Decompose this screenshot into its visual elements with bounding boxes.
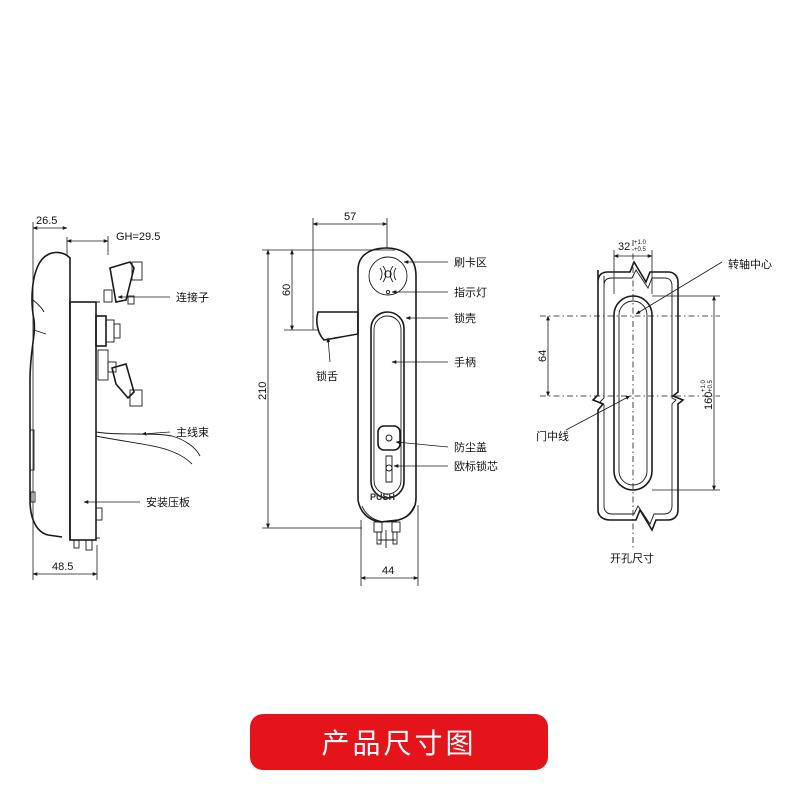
front-view: 57 60 210 44 PUSH [257,211,498,586]
side-view: 26.5 GH=29.5 48.5 [29,215,209,580]
label-connector: 连接子 [176,291,209,304]
title-banner: 产品尺寸图 [250,714,548,770]
dim-60: 60 [281,284,293,296]
label-door-centerline: 门中线 [536,429,569,443]
indicator-light [385,289,391,295]
label-card-area: 刷卡区 [454,256,487,269]
label-latch: 锁舌 [316,369,338,383]
dust-cover [377,425,401,451]
dim-210: 210 [257,382,269,400]
label-dust-cover: 防尘盖 [454,440,487,454]
euro-cylinder [385,464,393,472]
rfid-icon [379,265,397,283]
cutout-caption: 开孔尺寸 [610,551,654,565]
card-area-circle [368,256,408,296]
dim-48-5: 48.5 [52,561,73,573]
dim-26-5: 26.5 [36,215,57,227]
banner-title: 产品尺寸图 [321,727,477,760]
handle [370,311,405,499]
label-lock-shell: 锁壳 [454,311,476,325]
dim-44: 44 [382,565,394,577]
tol-32-upper: +1.0 [634,240,647,246]
dim-32: 32 [618,241,630,253]
label-indicator: 指示灯 [454,285,487,299]
label-handle: 手柄 [454,355,476,369]
label-main-cable: 主线束 [176,425,209,439]
tol-32-lower: +0.5 [634,247,647,253]
dim-57: 57 [344,211,356,223]
label-pivot-center: 转轴中心 [728,257,772,271]
tol-160-lower: +0.5 [708,379,714,392]
push-text: PUSH [370,492,395,502]
dim-160: 160 [703,392,715,410]
label-mount-plate: 安装压板 [146,495,190,509]
dim-gh-29-5: GH=29.5 [116,231,160,243]
cutout-view: 32 +1.0 +0.5 64 160 +1.0 +0.5 转轴中心 门中线 开… [536,240,772,565]
dim-64: 64 [537,350,549,362]
tol-160-upper: +1.0 [701,379,707,392]
label-euro-cylinder: 欧标锁芯 [454,459,498,473]
